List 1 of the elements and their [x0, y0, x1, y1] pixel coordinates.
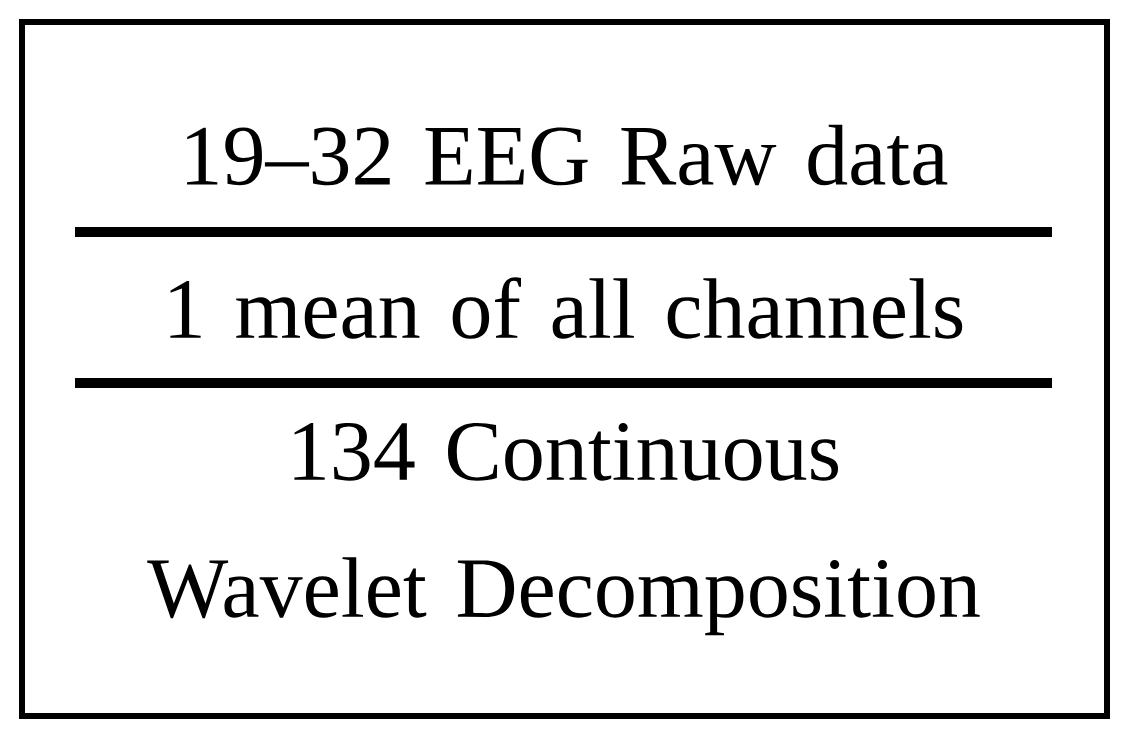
text-box: 19–32 EEG Raw data 1 mean of all channels 134 Continuous Wavelet Decomposition: [19, 19, 1110, 719]
